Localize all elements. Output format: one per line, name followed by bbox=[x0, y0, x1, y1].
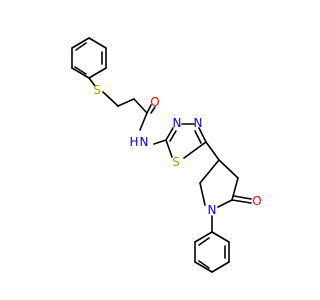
amide-n-ring-bond bbox=[153, 139, 167, 145]
ring-link-bond bbox=[205, 141, 220, 161]
pyrrolidine-nitrogen-label: N bbox=[208, 203, 217, 217]
structure-diagram: S O N H N N S N O bbox=[71, 37, 262, 273]
thiadiazole-ring bbox=[165, 123, 207, 159]
amide-nitrogen-label: N bbox=[140, 135, 149, 149]
pyrrolidinone-ring bbox=[199, 159, 252, 208]
top-phenyl-ring bbox=[71, 37, 107, 79]
thiadiazole-n3-label: N bbox=[173, 116, 182, 130]
amide-hydrogen-label: H bbox=[129, 135, 138, 149]
phenyl-s-bond bbox=[88, 77, 96, 87]
thiadiazole-n4-label: N bbox=[194, 116, 203, 130]
thioether-sulfur-label: S bbox=[93, 83, 101, 97]
lactam-oxygen-label: O bbox=[252, 194, 261, 208]
molecule-drawing: S O N H N N S N O bbox=[71, 37, 262, 273]
propanamide-chain bbox=[102, 91, 156, 131]
bottom-phenyl-ring bbox=[194, 231, 230, 273]
amide-oxygen-label: O bbox=[150, 95, 159, 109]
thiadiazole-sulfur-label: S bbox=[172, 155, 180, 169]
atom-labels: S O N H N N S N O bbox=[93, 83, 262, 217]
